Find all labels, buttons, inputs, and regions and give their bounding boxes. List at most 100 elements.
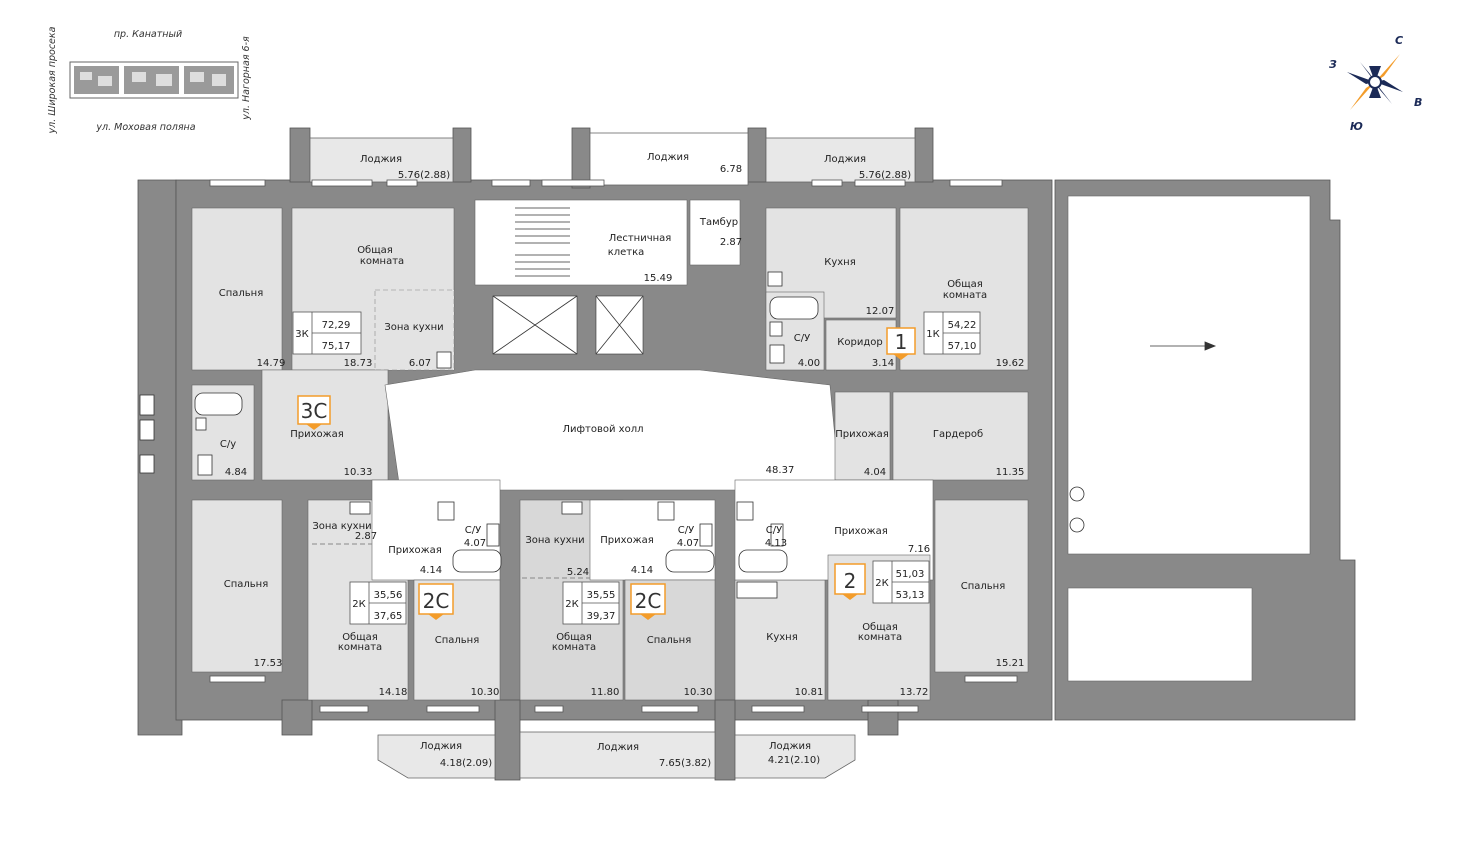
loggia-top-center-label: Лоджия: [647, 152, 689, 163]
3c-hall-area: 10.33: [344, 467, 373, 478]
compass-east: В: [1414, 96, 1422, 109]
1-corridor-label: Коридор: [837, 337, 882, 348]
1-area-total: 57,10: [948, 341, 977, 352]
2-loggia-label: Лоджия: [769, 741, 811, 752]
windows: [209, 179, 1018, 713]
room-3c-bedroom1: [191, 207, 283, 371]
room-1-wardrobe: [892, 391, 1029, 481]
stair-label-2: клетка: [608, 247, 645, 258]
1-bath-label: С/У: [794, 333, 810, 344]
right-block-room: [1067, 587, 1253, 682]
apartment-3c[interactable]: Лоджия 5.76(2.88) Спальня 14.79 Общая ко…: [219, 154, 451, 669]
bathtub-1: [769, 296, 819, 320]
2cl-hall-area: 4.14: [420, 565, 442, 576]
2-common-label-1: Общая: [862, 622, 898, 633]
street-right: ул. Нагорная 6-я: [241, 36, 252, 121]
fixtures: [139, 207, 1217, 599]
3c-rooms-code: 3К: [295, 329, 308, 340]
2cl-bedroom-label: Спальня: [435, 635, 480, 646]
compass-west: З: [1329, 58, 1337, 71]
2cm-bedroom-area: 10.30: [684, 687, 713, 698]
3c-badge: 3С: [301, 399, 328, 423]
2-common-area: 13.72: [900, 687, 929, 698]
3c-bedroom1-area: 14.79: [257, 358, 286, 369]
2-bath-label: С/У: [766, 525, 782, 536]
1-corridor-area: 3.14: [872, 358, 894, 369]
2cm-area-living: 35,55: [587, 590, 616, 601]
apartment-2c-mid[interactable]: Зона кухни 5.24 Прихожая 4.14 С/У 4.07 О…: [522, 525, 712, 769]
2cm-common-area: 11.80: [591, 687, 620, 698]
2cl-area-living: 35,56: [374, 590, 403, 601]
2-area-total: 53,13: [896, 590, 925, 601]
2cl-badge: 2С: [423, 589, 450, 613]
2cm-loggia-label: Лоджия: [597, 742, 639, 753]
bathtub-2c-left: [452, 549, 502, 573]
lift-hall-label: Лифтовой холл: [562, 424, 643, 435]
loggia-top-center-area: 6.78: [720, 164, 742, 175]
room-1-hall: [834, 391, 891, 481]
2cm-kitchen-zone-area: 5.24: [567, 567, 589, 578]
2-rooms-code: 2К: [875, 578, 888, 589]
2cl-bath-label: С/У: [465, 525, 481, 536]
bathtub-2c-mid: [665, 549, 715, 573]
3c-kitchen-zone-area: 6.07: [409, 358, 431, 369]
2cl-bedroom-area: 10.30: [471, 687, 500, 698]
stairwell: [474, 199, 688, 286]
1-kitchen-label: Кухня: [824, 257, 856, 268]
2cm-common-label-1: Общая: [556, 632, 592, 643]
1-area-living: 54,22: [948, 320, 977, 331]
2-common-label-2: комната: [858, 632, 902, 643]
3c-area-living: 72,29: [322, 320, 351, 331]
room-2-kitchen: [734, 579, 826, 701]
2cl-area-total: 37,65: [374, 611, 403, 622]
3c-loggia-area: 5.76(2.88): [398, 170, 450, 181]
3c-bedroom1-label: Спальня: [219, 288, 264, 299]
room-3c-bedroom2: [191, 499, 283, 673]
3c-common-label-1: Общая: [357, 245, 393, 256]
lift-hall-area: 48.37: [766, 465, 795, 476]
street-top: пр. Канатный: [114, 29, 182, 40]
2cm-hall-label: Прихожая: [600, 535, 654, 546]
2cm-rooms-code: 2К: [565, 599, 578, 610]
3c-hall-label: Прихожая: [290, 429, 344, 440]
site-plan: пр. Канатный ул. Моховая поляна ул. Широ…: [47, 26, 252, 134]
3c-loggia-label: Лоджия: [360, 154, 402, 165]
1-loggia-label: Лоджия: [824, 154, 866, 165]
apartment-2c-left[interactable]: Зона кухни 2.87 С/У 4.07 Прихожая 4.14 О…: [312, 521, 499, 769]
1-hall-area: 4.04: [864, 467, 886, 478]
2-kitchen-area: 10.81: [795, 687, 824, 698]
bathtub-3c: [194, 392, 243, 416]
room-3c-hall: [261, 369, 389, 481]
1-wardrobe-label: Гардероб: [933, 429, 983, 440]
2-kitchen-label: Кухня: [766, 632, 798, 643]
3c-bath-area: 4.84: [225, 467, 247, 478]
3c-kitchen-zone-label: Зона кухни: [384, 322, 443, 333]
compass-north: С: [1395, 34, 1403, 47]
3c-bedroom2-label: Спальня: [224, 579, 269, 590]
apartment-2[interactable]: С/У 4.13 Прихожая 7.16 Кухня 10.81 Общая…: [765, 525, 1024, 766]
stair-area: 15.49: [644, 273, 673, 284]
2cm-bath-area: 4.07: [677, 538, 699, 549]
3c-bedroom2-area: 17.53: [254, 658, 283, 669]
right-block-hall: [1067, 195, 1311, 555]
2cl-common-label-2: комната: [338, 642, 382, 653]
2-bedroom-label: Спальня: [961, 581, 1006, 592]
room-1-corridor: [825, 319, 897, 371]
2cl-common-area: 14.18: [379, 687, 408, 698]
street-bottom: ул. Моховая поляна: [95, 122, 195, 133]
2cm-kitchen-zone-label: Зона кухни: [525, 535, 584, 546]
bathtub-2: [738, 549, 788, 573]
apartment-1[interactable]: Лоджия 5.76(2.88) Кухня 12.07 Общая комн…: [794, 154, 1025, 478]
2-hall-area: 7.16: [908, 544, 930, 555]
1-common-area: 19.62: [996, 358, 1025, 369]
2-bath-area: 4.13: [765, 538, 787, 549]
1-kitchen-area: 12.07: [866, 306, 895, 317]
2-badge: 2: [844, 569, 857, 593]
compass-south: Ю: [1350, 120, 1363, 133]
2cm-area-total: 39,37: [587, 611, 616, 622]
tambur-area: 2.87: [720, 237, 742, 248]
2-hall-label: Прихожая: [834, 526, 888, 537]
3c-area-total: 75,17: [322, 341, 351, 352]
street-left: ул. Широкая просека: [47, 26, 58, 134]
